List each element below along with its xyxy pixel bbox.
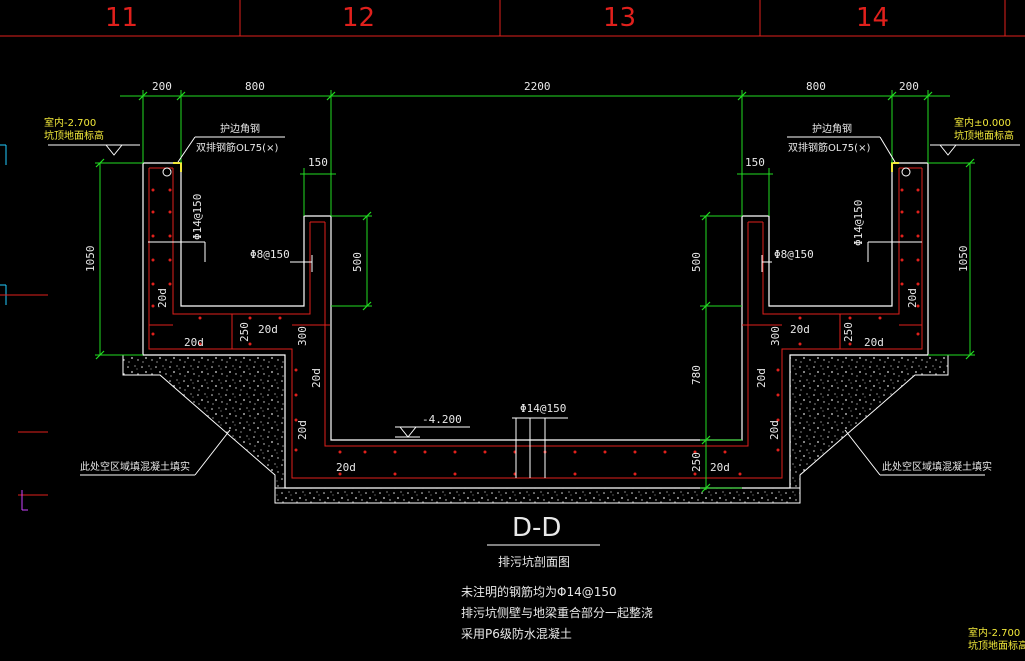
dim-top-800-right: 800 — [806, 80, 826, 93]
elev-left-sub: 坑顶地面标高 — [44, 129, 104, 142]
gravel-bedding — [122, 354, 949, 504]
fill-note-left: 此处空区域填混凝土填实 — [80, 460, 190, 473]
anchor-20d-5: 20d — [296, 420, 309, 440]
dim-top-2200: 2200 — [524, 80, 551, 93]
anchor-20d-7: 20d — [710, 461, 730, 474]
title-block: D-D 排污坑剖面图 未注明的钢筋均为Φ14@150 排污坑侧壁与地梁重合部分一… — [461, 513, 653, 641]
dimension-ticks — [95, 91, 975, 493]
rebar-bottom: Φ14@150 — [520, 402, 566, 415]
callout-angle-right: 护边角钢 — [812, 122, 852, 135]
dim-wall-150-right: 150 — [745, 156, 765, 169]
corner-bar-left — [162, 167, 172, 177]
pit-concrete — [142, 162, 929, 489]
note-2: 排污坑侧壁与地梁重合部分一起整浇 — [461, 605, 653, 620]
anchor-20d-11: 20d — [864, 336, 884, 349]
dimension-text: 200 800 2200 800 200 150 150 1050 1050 5… — [84, 80, 970, 474]
fill-notes: 此处空区域填混凝土填实 此处空区域填混凝土填实 — [80, 429, 992, 476]
axis-label-13: 13 — [603, 3, 636, 33]
elev-right-sub: 坑顶地面标高 — [954, 129, 1014, 142]
dim-top-800-left: 800 — [245, 80, 265, 93]
elev-bottom-right-sub: 坑顶地面标高 — [968, 639, 1025, 652]
anchor-20d-6: 20d — [336, 461, 356, 474]
angle-steel — [173, 162, 899, 172]
anchor-20d-12: 20d — [906, 288, 919, 308]
elev-left: 室内-2.700 — [44, 116, 96, 129]
rebar-wall-right: Φ14@150 — [852, 200, 865, 246]
dim-step-right: 500 — [690, 252, 703, 272]
axis-bar: 11 12 13 14 — [0, 0, 1025, 37]
rebar-cage — [148, 167, 923, 479]
rebar-dots — [151, 188, 920, 476]
dim-step-left: 500 — [351, 252, 364, 272]
dim-height-right: 1050 — [957, 246, 970, 273]
callout-anchor-right: 双排钢筋OL75(×) — [788, 141, 870, 154]
anchor-20d-1: 20d — [184, 336, 204, 349]
elev-right: 室内±0.000 — [954, 116, 1011, 129]
anchor-20d-9: 20d — [768, 420, 781, 440]
section-title: D-D — [512, 513, 561, 543]
dim-slab-right: 250 — [842, 322, 855, 342]
dim-beam-right: 300 — [769, 326, 782, 346]
left-edge-fragments — [0, 144, 48, 511]
elev-bottom-right: 室内-2.700 — [968, 626, 1020, 639]
axis-label-12: 12 — [342, 3, 375, 33]
anchor-20d-8: 20d — [755, 368, 768, 388]
axis-label-14: 14 — [856, 3, 889, 33]
rebar-stirrup-left: Φ8@150 — [250, 248, 290, 261]
corner-bar-right — [901, 167, 911, 177]
callout-anchor-left: 双排钢筋OL75(×) — [196, 141, 278, 154]
dim-beam-left: 300 — [296, 326, 309, 346]
anchor-20d-3: 20d — [156, 288, 169, 308]
note-1: 未注明的钢筋均为Φ14@150 — [461, 584, 617, 599]
dim-slab-bottom: 250 — [690, 452, 703, 472]
note-3: 采用P6级防水混凝土 — [461, 626, 572, 641]
dim-top-200-left: 200 — [152, 80, 172, 93]
rebar-labels: Φ14@150 Φ14@150 Φ8@150 Φ8@150 Φ14@150 — [148, 194, 922, 478]
dim-sump-depth: 780 — [690, 365, 703, 385]
callout-angle-left: 护边角钢 — [220, 122, 260, 135]
anchor-20d-4: 20d — [310, 368, 323, 388]
dim-slab-left: 250 — [238, 322, 251, 342]
rebar-wall-left: Φ14@150 — [191, 194, 204, 240]
fill-note-right: 此处空区域填混凝土填实 — [882, 460, 992, 473]
dim-height-left: 1050 — [84, 246, 97, 273]
anchor-20d-10: 20d — [790, 323, 810, 336]
rebar-stirrup-right: Φ8@150 — [774, 248, 814, 261]
axis-label-11: 11 — [105, 3, 138, 33]
elev-bottom: -4.200 — [422, 413, 462, 426]
dim-wall-150-left: 150 — [308, 156, 328, 169]
callouts: 护边角钢 双排钢筋OL75(×) 护边角钢 双排钢筋OL75(×) — [177, 122, 896, 163]
drawing-name: 排污坑剖面图 — [498, 554, 570, 569]
elevation-markers: 室内-2.700 坑顶地面标高 室内±0.000 坑顶地面标高 -4.200 室… — [44, 116, 1025, 652]
anchor-20d-2: 20d — [258, 323, 278, 336]
dimension-lines — [95, 90, 975, 490]
dim-top-200-right: 200 — [899, 80, 919, 93]
